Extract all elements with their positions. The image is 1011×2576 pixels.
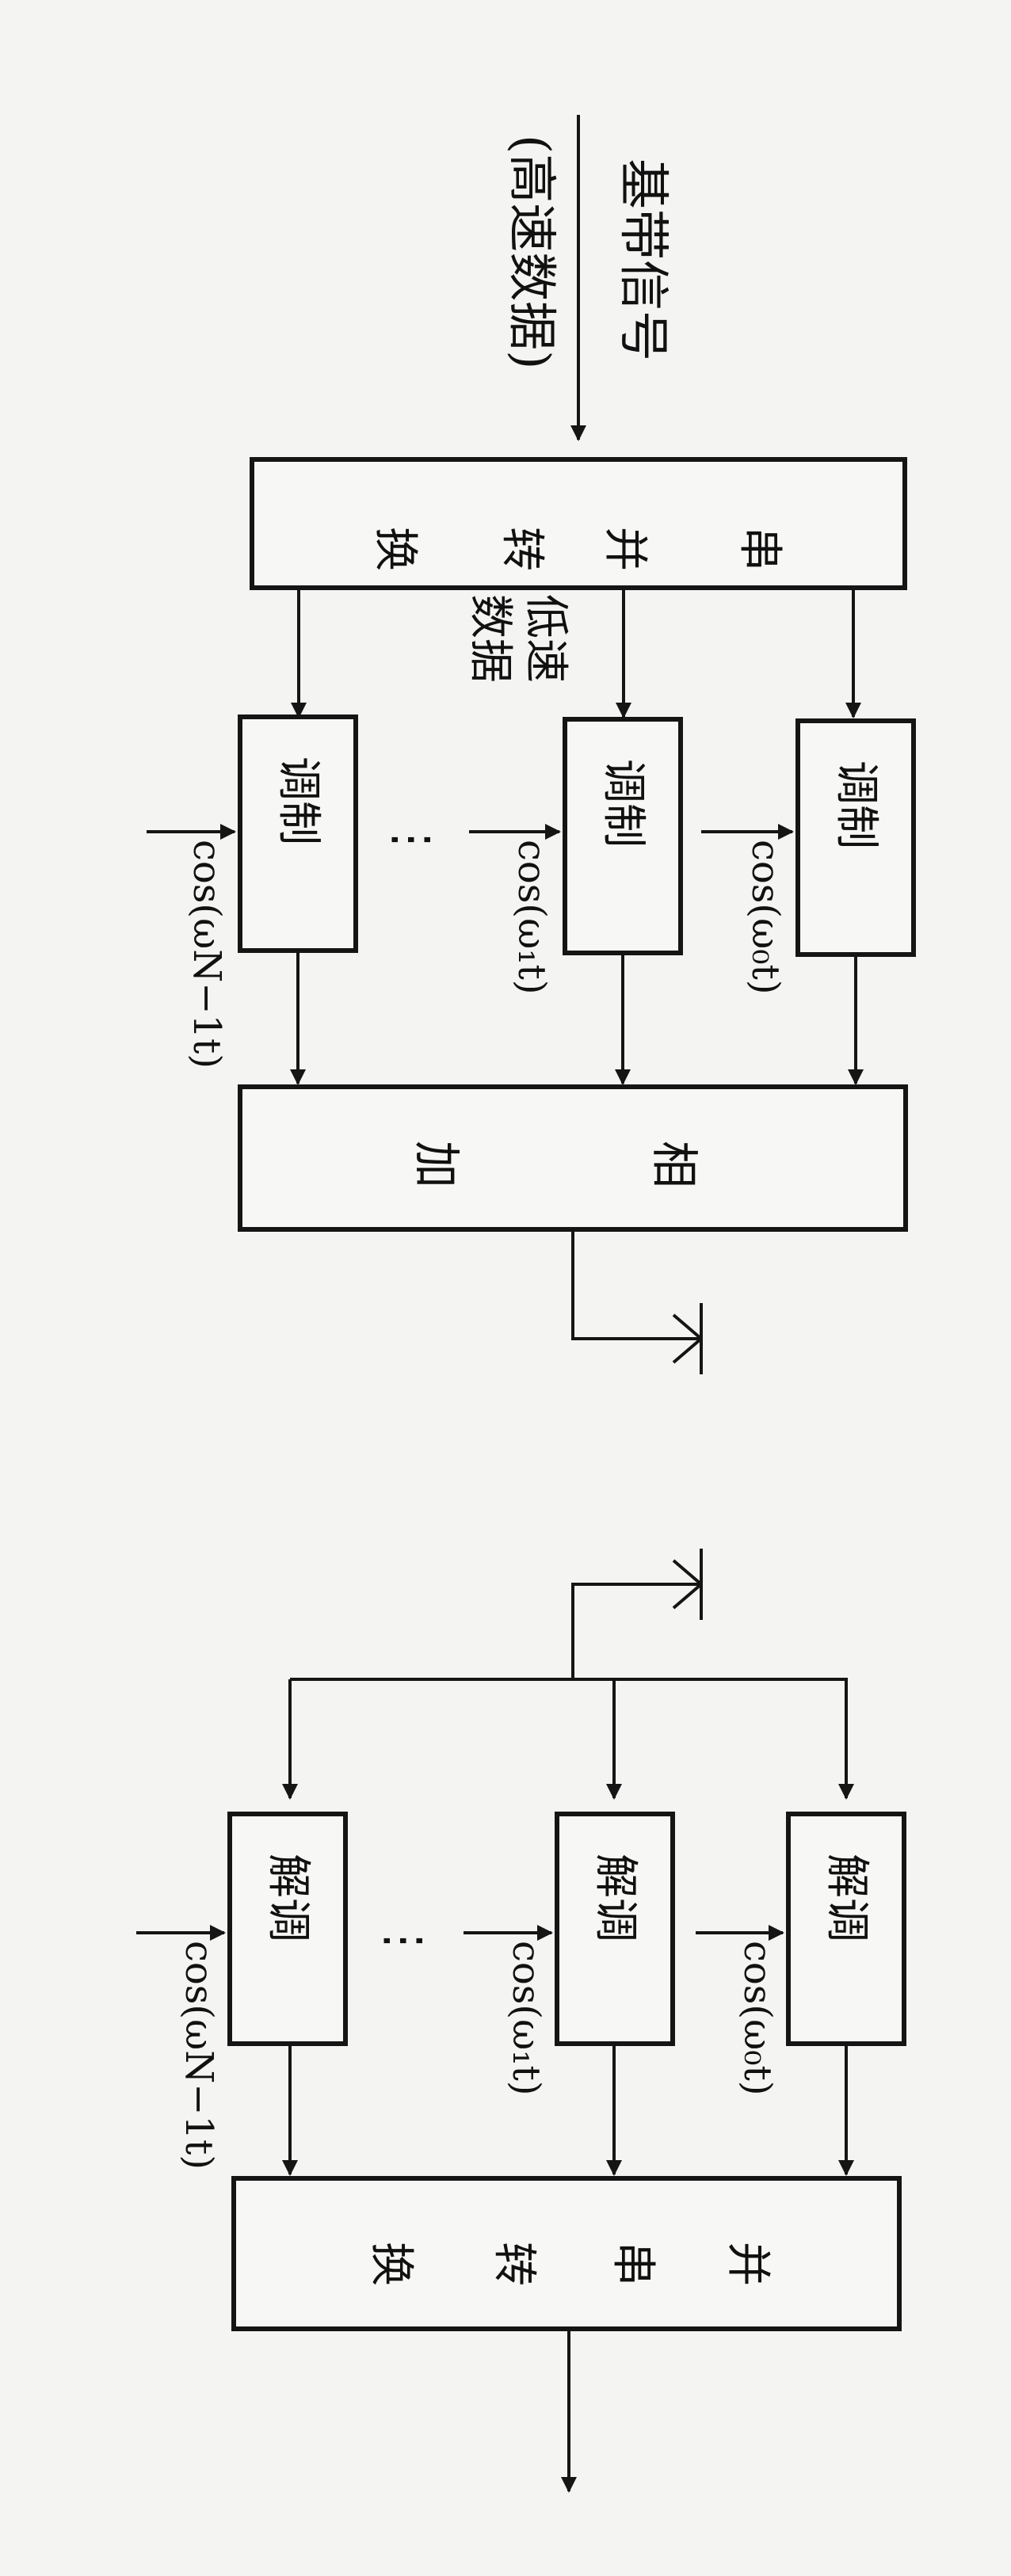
rx-carrier-label-n: cos(ωN−1t) [177,1941,221,2170]
carrier-label-1: cos(ω₁t) [509,840,554,995]
sum-box [238,1084,908,1232]
rx-antenna-icon [672,1549,703,1620]
high-rate-data-label: (高速数据) [503,135,561,369]
demodulator-box-1 [555,1812,675,2046]
modulator-label-n: 调制 [273,756,324,845]
ps-char-1: 并 [722,2242,773,2286]
sp-char-2: 并 [599,527,650,571]
sp-char-4: 换 [369,527,421,571]
serial-to-parallel-box [250,457,907,590]
demodulator-label-0: 解调 [821,1854,872,1942]
tx-antenna-line [571,1229,701,1340]
demodulator-box-0 [786,1812,906,2046]
carrier-label-n: cos(ωN−1t) [185,840,229,1069]
modulator-label-0: 调制 [830,760,882,849]
demodulator-label-1: 解调 [589,1854,641,1942]
modulator-box-0 [795,718,916,957]
modulator-label-1: 调制 [597,759,649,848]
sum-char-1: 相 [646,1141,701,1188]
low-rate-label-1: 低速 [520,594,571,683]
rx-carrier-label-0: cos(ω₀t) [735,1941,780,2096]
ps-char-2: 串 [607,2242,658,2286]
demodulator-box-n [227,1812,348,2046]
demodulator-ellipsis: ⋮ [376,1917,432,1964]
parallel-to-serial-box [231,2176,902,2331]
ps-char-4: 换 [365,2242,417,2286]
rx-carrier-label-1: cos(ω₁t) [504,1941,548,2096]
rx-antenna-line [571,1583,701,1679]
sp-char-1: 串 [734,527,785,571]
demodulator-label-n: 解调 [262,1854,314,1942]
sp-char-3: 转 [496,527,547,571]
low-rate-label-2: 数据 [464,594,516,683]
ps-char-3: 转 [488,2242,540,2286]
tx-antenna-icon [672,1303,703,1374]
modulator-ellipsis: ⋮ [384,816,440,863]
carrier-label-0: cos(ω₀t) [743,840,788,995]
modulator-box-n [238,714,358,953]
sum-char-2: 加 [408,1141,464,1188]
baseband-signal-label: 基带信号 [613,158,672,361]
